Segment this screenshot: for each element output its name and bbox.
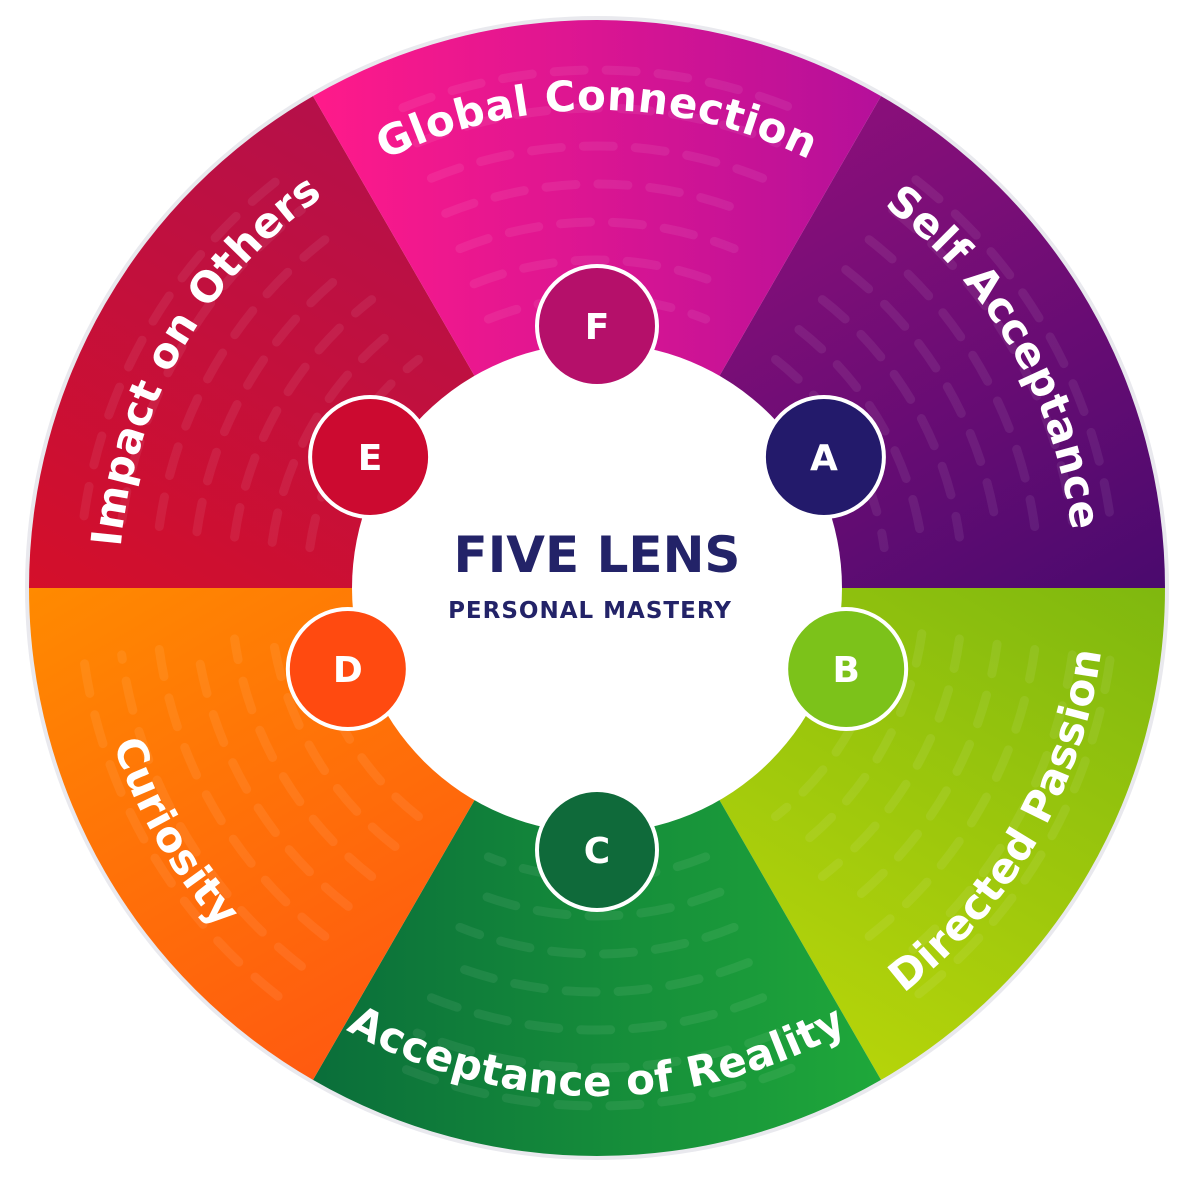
badge-letter: D: [333, 650, 363, 691]
segment-texture: [79, 175, 283, 521]
badge-c: C: [535, 788, 659, 912]
badge-b: B: [784, 606, 909, 731]
segment-texture: [412, 1028, 782, 1073]
segment-texture: [426, 141, 768, 183]
segment-texture: [911, 175, 1115, 521]
badge-letter: F: [585, 307, 610, 348]
badge-d: D: [285, 606, 410, 731]
badges-layer: A B C D E F: [285, 264, 909, 912]
segment-texture: [864, 235, 1040, 531]
segment-texture: [841, 639, 1002, 911]
badge-letter: A: [810, 438, 838, 479]
segment-texture: [841, 265, 1002, 537]
center-disc: [352, 343, 842, 833]
segment-texture: [192, 265, 353, 537]
badge-e: E: [308, 395, 433, 519]
badge-circle: [308, 395, 433, 519]
badge-circle: [761, 395, 886, 519]
segment-texture: [117, 650, 306, 971]
segment-texture: [154, 235, 330, 531]
badge-circle: [285, 606, 410, 731]
segment-texture: [305, 623, 423, 822]
segment-texture: [412, 103, 782, 148]
center-title: FIVE LENS: [454, 526, 741, 584]
segment-texture: [267, 629, 400, 851]
segment-texture: [864, 645, 1040, 941]
segment-texture: [192, 639, 353, 911]
badge-letter: C: [584, 831, 610, 872]
segment-texture: [398, 1063, 796, 1111]
badge-circle: [784, 606, 909, 731]
segment-texture: [794, 629, 927, 851]
segment-texture: [469, 255, 725, 289]
segment-texture: [398, 65, 796, 113]
badge-a: A: [761, 395, 886, 519]
center-subtitle: PERSONAL MASTERY: [448, 598, 732, 624]
segment-texture: [441, 958, 753, 997]
segment-texture: [888, 205, 1077, 526]
badge-letter: E: [358, 438, 383, 479]
segment-texture: [426, 993, 768, 1035]
segment-texture: [469, 887, 725, 921]
segment-texture: [794, 325, 927, 547]
segment-texture: [911, 655, 1115, 1001]
segment-texture: [441, 179, 753, 218]
badge-circle: [535, 264, 659, 388]
segment-texture: [117, 205, 306, 526]
segment-texture: [79, 655, 283, 1001]
segment-texture: [267, 325, 400, 547]
badge-f: F: [535, 264, 659, 388]
segment-texture: [154, 645, 330, 941]
badge-circle: [535, 788, 659, 912]
segment-texture: [888, 650, 1077, 971]
badge-letter: B: [832, 650, 859, 691]
